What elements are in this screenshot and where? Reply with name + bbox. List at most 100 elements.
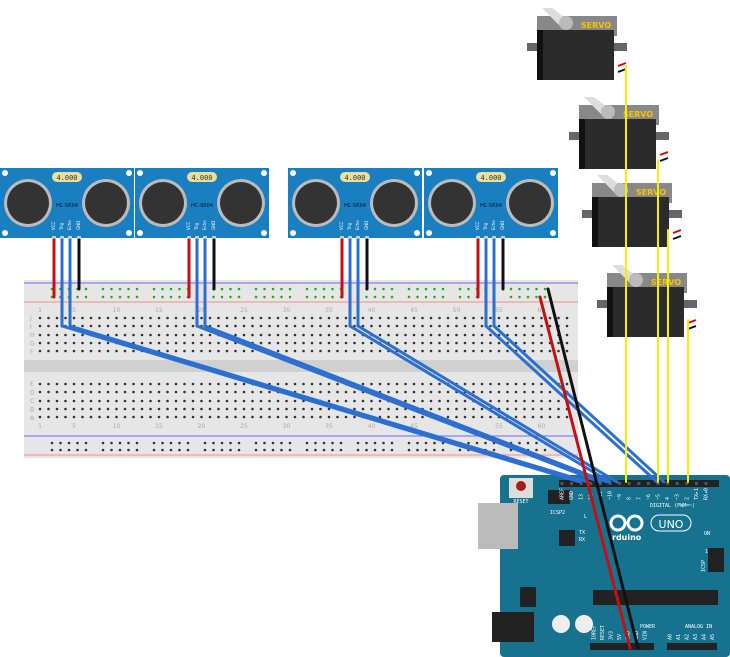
- breadboard-hole: [395, 382, 399, 386]
- breadboard-hole: [514, 407, 518, 411]
- pin-header: [52, 236, 56, 240]
- breadboard-hole: [208, 316, 212, 320]
- mount-hole: [2, 230, 8, 236]
- pin-label: VCC: [186, 221, 191, 230]
- breadboard-hole: [463, 333, 467, 337]
- breadboard-hole: [208, 333, 212, 337]
- rail-hole: [288, 448, 292, 452]
- breadboard-hole: [387, 382, 390, 386]
- mount-hole: [126, 170, 132, 176]
- wire-echo: [68, 324, 590, 484]
- breadboard-hole: [565, 415, 569, 419]
- breadboard-hole: [132, 333, 135, 337]
- rail-hole: [161, 441, 164, 445]
- breadboard-hole: [55, 415, 59, 419]
- breadboard-hole: [421, 333, 424, 337]
- breadboard-hole: [64, 349, 67, 353]
- breadboard-hole: [72, 390, 76, 394]
- breadboard-hole: [259, 390, 263, 394]
- breadboard-hole: [64, 341, 67, 345]
- transducer: [295, 182, 337, 224]
- breadboard-hole: [115, 399, 118, 403]
- breadboard-hole: [276, 399, 280, 403]
- breadboard-hole: [472, 415, 475, 419]
- breadboard-hole: [191, 390, 195, 394]
- breadboard-hole: [489, 316, 492, 320]
- breadboard-hole: [81, 316, 84, 320]
- breadboard-hole: [157, 407, 161, 411]
- breadboard-hole: [438, 390, 441, 394]
- digital-pin-label: 7: [636, 497, 642, 500]
- breadboard-hole: [565, 324, 569, 328]
- breadboard-hole: [412, 333, 416, 337]
- breadboard-hole: [531, 316, 535, 320]
- breadboard-hole: [506, 390, 509, 394]
- breadboard-hole: [378, 349, 382, 353]
- column-label: 25: [240, 423, 248, 430]
- tx-label: TX: [579, 530, 585, 536]
- rail-hole: [254, 441, 258, 445]
- digital-pin-label: 8: [627, 497, 633, 500]
- breadboard-hole: [38, 399, 42, 403]
- row-label: D: [30, 390, 35, 397]
- breadboard-hole: [421, 349, 424, 353]
- power-pin-label: GND: [626, 631, 632, 640]
- row-label: F: [30, 349, 34, 356]
- breadboard-hole: [276, 324, 280, 328]
- breadboard-hole: [506, 324, 509, 328]
- rail-hole: [518, 441, 521, 445]
- led-l-label: L: [584, 514, 587, 520]
- breadboard-hole: [370, 349, 373, 353]
- breadboard-hole: [463, 382, 467, 386]
- voltage-regulator: [520, 587, 536, 607]
- rail-hole: [518, 287, 521, 291]
- rail-hole: [365, 295, 368, 299]
- breadboard-hole: [395, 341, 399, 345]
- breadboard-hole: [55, 407, 59, 411]
- breadboard-hole: [327, 316, 331, 320]
- breadboard-hole: [557, 399, 560, 403]
- breadboard-hole: [191, 324, 195, 328]
- wire-trig: [60, 324, 582, 484]
- pin-header: [492, 236, 496, 240]
- breadboard-hole: [149, 399, 152, 403]
- digital-pin-label: ~3: [675, 494, 681, 500]
- breadboard-hole: [489, 341, 492, 345]
- breadboard-hole: [268, 333, 271, 337]
- digital-pin-label: TX▸1: [694, 488, 700, 500]
- column-label: 30: [283, 307, 291, 314]
- breadboard-hole: [140, 316, 144, 320]
- breadboard-hole: [64, 382, 67, 386]
- breadboard-hole: [38, 407, 42, 411]
- breadboard-hole: [310, 316, 314, 320]
- column-label: 15: [155, 423, 163, 430]
- breadboard-hole: [98, 407, 101, 411]
- crystal: [476, 172, 506, 182]
- breadboard-hole: [421, 324, 424, 328]
- breadboard-hole: [361, 407, 365, 411]
- breadboard-hole: [81, 382, 84, 386]
- breadboard-hole: [412, 341, 416, 345]
- breadboard-hole: [47, 390, 50, 394]
- breadboard-hole: [251, 324, 254, 328]
- breadboard-hole: [47, 407, 50, 411]
- breadboard-hole: [259, 324, 263, 328]
- breadboard-hole: [540, 415, 543, 419]
- breadboard-hole: [344, 349, 348, 353]
- mount-hole: [261, 170, 267, 176]
- pin-label: Echo: [491, 220, 496, 230]
- rail-hole: [433, 448, 436, 452]
- digital-pin-label: ~5: [656, 494, 662, 500]
- rail-hole: [271, 287, 275, 291]
- rail-hole: [76, 441, 79, 445]
- breadboard-hole: [47, 316, 50, 320]
- model-label: HC-SR04: [56, 203, 78, 209]
- analog-pin-label: A3: [693, 634, 699, 640]
- on-label: ON: [704, 531, 710, 537]
- breadboard-hole: [293, 349, 297, 353]
- breadboard-hole: [115, 324, 118, 328]
- breadboard-hole: [531, 390, 535, 394]
- rail-hole: [543, 287, 547, 291]
- breadboard-hole: [115, 382, 118, 386]
- rail-hole: [67, 441, 71, 445]
